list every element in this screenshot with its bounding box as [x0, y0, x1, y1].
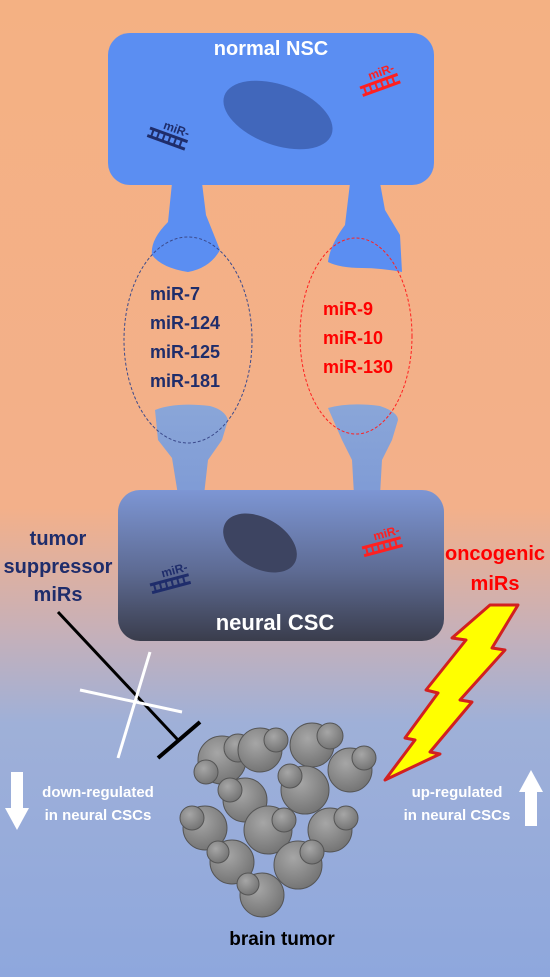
csc-mir-tag-left: miR-	[160, 560, 189, 580]
brain-tumor-cluster	[179, 722, 377, 918]
tumor-blob	[179, 805, 228, 851]
suppressor-mir-group-outline	[123, 236, 253, 444]
neural-csc-cell: neural CSC miR- miR-	[118, 490, 444, 641]
lightning-bolt-icon	[383, 603, 520, 782]
svg-text:down-regulated: down-regulated	[42, 784, 154, 801]
svg-text:oncogenic: oncogenic	[445, 543, 545, 565]
mirna-hairpin-icon-right: miR-	[361, 523, 404, 558]
tumor-blob	[273, 839, 325, 890]
oncogenic-mir-group-outline	[299, 237, 413, 435]
tumor-blob	[307, 805, 359, 853]
tumor-blob	[236, 872, 285, 918]
csc-mir-tag-right: miR-	[372, 523, 401, 543]
brain-tumor-label: brain tumor	[229, 929, 335, 950]
tumor-suppressor-label: tumor suppressor miRs	[4, 528, 113, 606]
normal-nsc-label: normal NSC	[214, 38, 328, 60]
suppressor-mir-item: miR-124	[150, 313, 220, 333]
tumor-blob	[206, 839, 255, 885]
oncogenic-mir-item: miR-130	[323, 357, 393, 377]
svg-text:in neural CSCs: in neural CSCs	[404, 807, 511, 824]
svg-text:miRs: miRs	[34, 584, 83, 606]
svg-text:miRs: miRs	[471, 573, 520, 595]
up-regulated-note: up-regulated in neural CSCs	[404, 784, 511, 824]
blocked-cross-icon	[79, 651, 183, 759]
nucleus	[223, 80, 333, 150]
suppressor-mir-item: miR-7	[150, 284, 200, 304]
neural-csc-label: neural CSC	[216, 610, 335, 635]
mirna-hairpin-icon-left: miR-	[146, 118, 191, 151]
svg-text:suppressor: suppressor	[4, 556, 113, 578]
oncogenic-mir-item: miR-10	[323, 328, 383, 348]
down-arrow-icon	[5, 772, 29, 830]
tumor-blob	[237, 727, 289, 773]
mirna-hairpin-icon-right: miR-	[359, 61, 401, 97]
tumor-blob	[327, 745, 377, 793]
oncogenic-mir-item: miR-9	[323, 299, 373, 319]
oncogenic-mir-list: miR-9 miR-10 miR-130	[323, 299, 393, 377]
lower-connectors	[155, 404, 398, 495]
svg-text:in neural CSCs: in neural CSCs	[45, 807, 152, 824]
mirna-hairpin-icon-left: miR-	[149, 560, 192, 595]
suppressor-mir-list: miR-7 miR-124 miR-125 miR-181	[150, 284, 220, 391]
upper-connectors	[151, 183, 402, 272]
oncogenic-label: oncogenic miRs	[445, 543, 545, 595]
tumor-blob	[277, 763, 330, 815]
inhibition-arrow-icon	[56, 610, 202, 760]
svg-text:tumor: tumor	[30, 528, 87, 550]
svg-text:up-regulated: up-regulated	[412, 784, 503, 801]
down-regulated-note: down-regulated in neural CSCs	[42, 784, 154, 824]
suppressor-mir-item: miR-181	[150, 371, 220, 391]
up-arrow-icon	[519, 770, 543, 826]
tumor-blob	[243, 805, 297, 855]
csc-nucleus	[223, 513, 297, 573]
tumor-blob	[289, 722, 344, 768]
normal-nsc-cell: normal NSC miR- miR-	[108, 33, 434, 185]
suppressor-mir-item: miR-125	[150, 342, 220, 362]
